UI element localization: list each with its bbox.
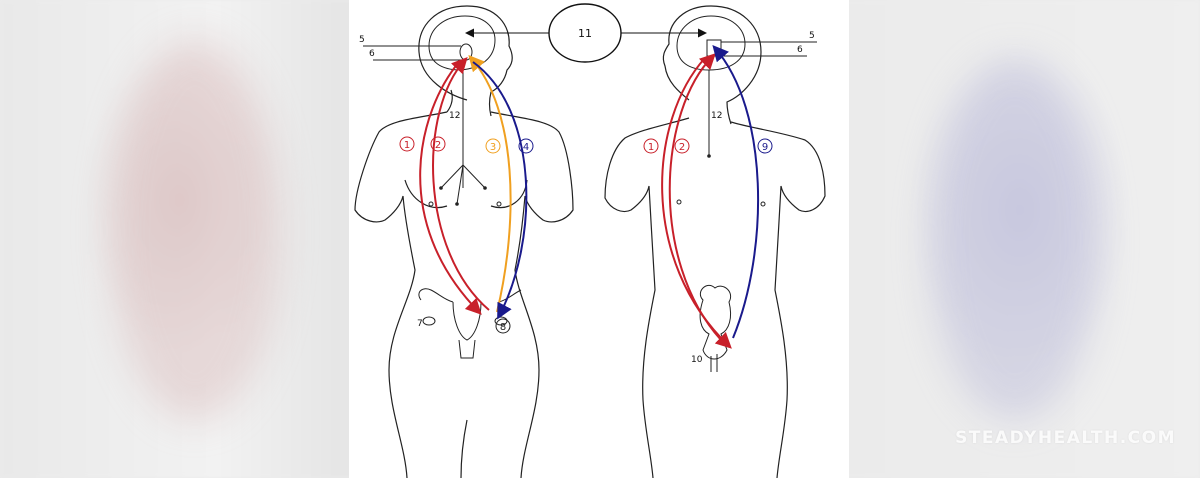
female-nipple-right	[496, 201, 502, 207]
male-circle-9: 9	[762, 142, 768, 153]
watermark-logo: STEADYHEALTH.COM	[955, 428, 1176, 448]
male-label-6: 6	[797, 45, 803, 55]
female-circle-3: 3	[490, 142, 496, 153]
male-label-5: 5	[809, 31, 815, 41]
female-circled-labels: 1 2 3 4 8	[399, 136, 534, 334]
male-figure	[604, 5, 826, 478]
hormone-diagram: 1 2 3 4 8 5 6 7 12 11	[354, 3, 826, 478]
female-circle-1: 1	[404, 140, 410, 151]
male-arrow-9	[712, 44, 760, 339]
male-arrow-2	[668, 53, 722, 341]
male-target-dot	[707, 154, 711, 158]
male-circled-labels: 1 2 9	[643, 138, 773, 154]
female-label-12-lines	[440, 72, 486, 205]
female-arrow-1	[419, 61, 482, 315]
female-arrow-3	[468, 55, 512, 313]
male-label-10: 10	[691, 355, 703, 365]
female-target-dot	[483, 186, 487, 190]
female-arrow-2	[432, 57, 490, 311]
female-circle-4: 4	[523, 142, 529, 153]
male-nipple-left	[676, 199, 682, 205]
male-circle-2: 2	[679, 142, 685, 153]
female-label-12: 12	[449, 111, 460, 121]
male-circle-1: 1	[648, 142, 654, 153]
hormone-diagram-panel: 1 2 3 4 8 5 6 7 12 11	[349, 0, 849, 478]
blurred-background-blob	[110, 40, 280, 420]
male-label-12: 12	[711, 111, 722, 121]
male-nipple-right	[760, 201, 766, 207]
blurred-background-blob	[930, 60, 1100, 420]
female-circle-2: 2	[435, 140, 441, 151]
female-arrow-4	[472, 61, 528, 320]
female-target-dot	[439, 186, 443, 190]
hub-label-11: 11	[578, 27, 592, 40]
female-target-dot	[455, 202, 459, 206]
female-label-6: 6	[369, 49, 375, 59]
female-circle-8: 8	[500, 322, 506, 333]
female-pituitary	[459, 43, 473, 61]
female-figure	[354, 5, 574, 478]
female-label-7: 7	[417, 319, 423, 329]
female-nipple-left	[428, 201, 434, 207]
female-label-5: 5	[359, 35, 365, 45]
